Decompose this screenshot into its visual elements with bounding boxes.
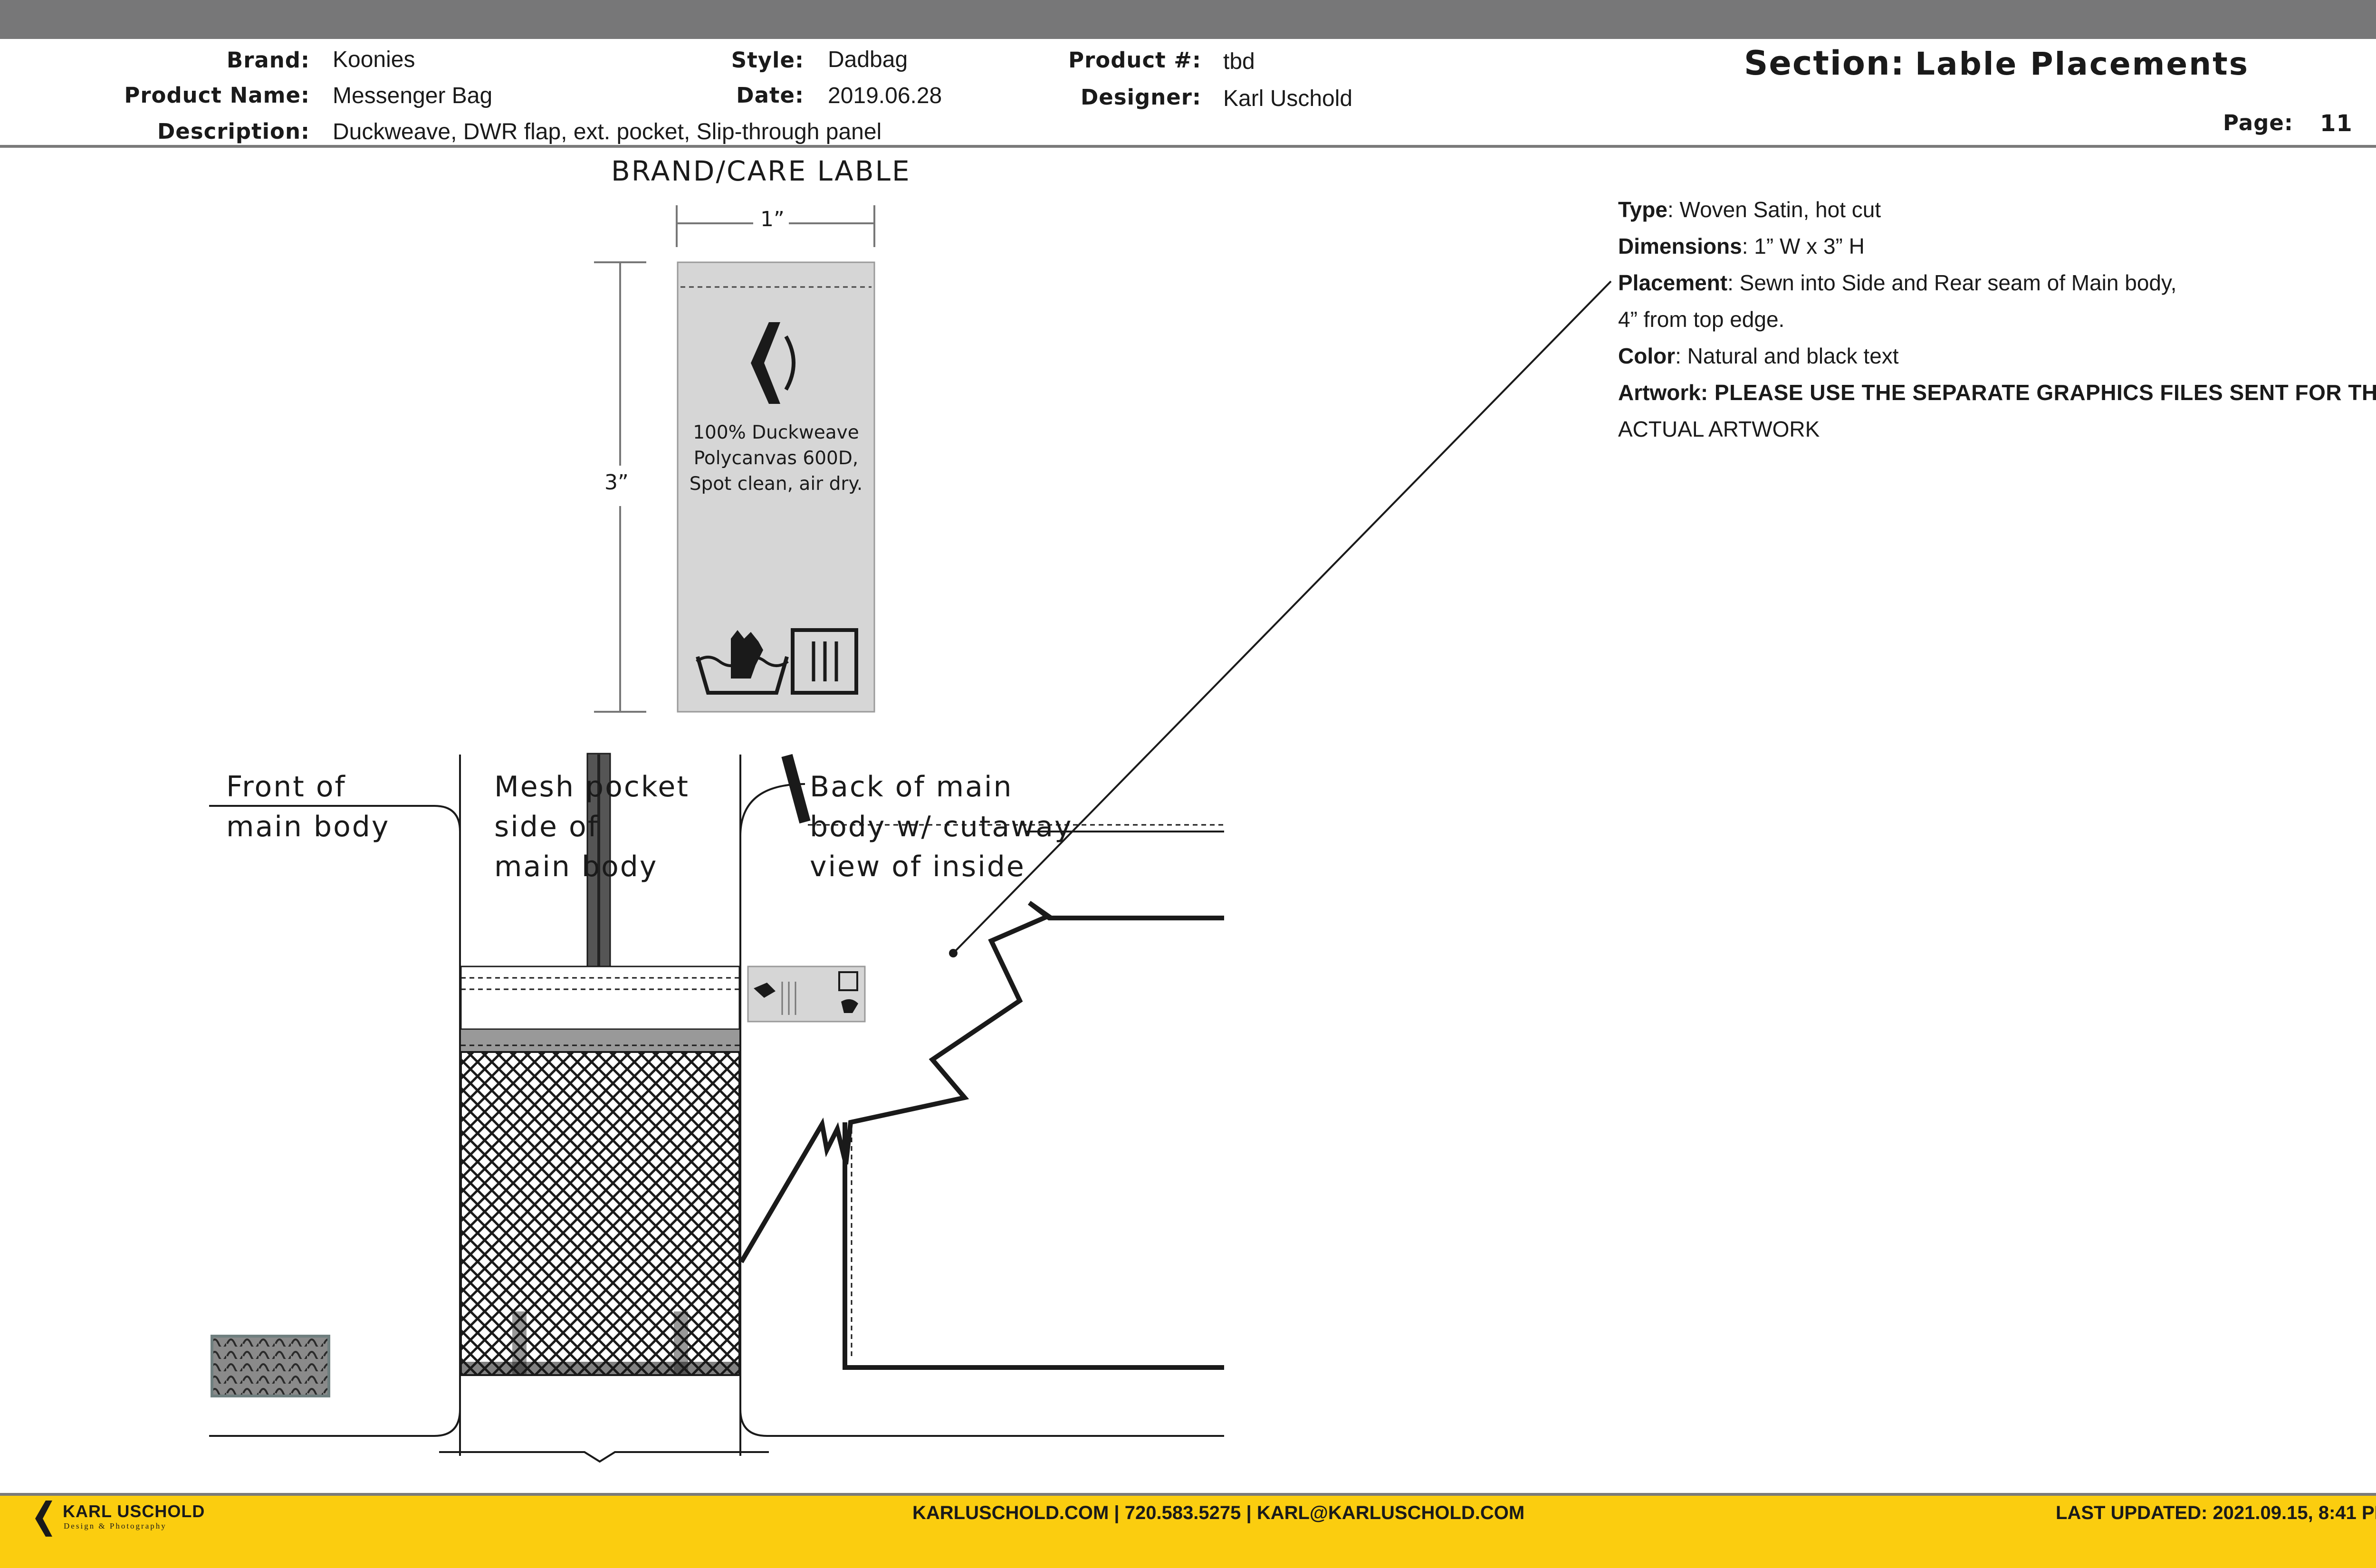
spec-artwork-cont: ACTUAL ARTWORK (1618, 417, 1820, 441)
label-content-line-1: 100% Duckweave (693, 422, 859, 443)
mesh-view-label: Mesh pocket side of main body (494, 770, 690, 883)
spec-color-label: Color (1618, 344, 1676, 368)
date-value: 2019.06.28 (828, 83, 942, 108)
spec-type-value: : Woven Satin, hot cut (1667, 197, 1881, 222)
description-label: Description: (157, 119, 310, 144)
placement-leader-line (952, 280, 1612, 954)
brand-value: Koonies (333, 47, 415, 72)
sewn-label-placement (747, 966, 866, 1023)
spec-dimensions-value: : 1” W x 3” H (1742, 234, 1865, 258)
brand-logo-icon (751, 322, 795, 404)
designer-label: Designer: (1080, 85, 1201, 110)
height-dimension (594, 261, 646, 713)
dry-flat-icon (791, 628, 858, 695)
label-content-text: 100% Duckweave Polycanvas 600D, Spot cle… (680, 420, 872, 497)
spec-placement-cont: 4” from top edge. (1618, 307, 1785, 332)
height-dimension-label: 3” (604, 470, 629, 495)
footer-contact: KARLUSCHOLD.COM | 720.583.5275 | KARL@KA… (912, 1502, 1525, 1523)
spec-type-label: Type (1618, 197, 1667, 222)
label-detail-title: BRAND/CARE LABLE (611, 155, 911, 187)
product-number-value: tbd (1223, 49, 1255, 74)
footer-logo-tagline: Design & Photography (64, 1521, 167, 1530)
spec-artwork-value: : PLEASE USE THE SEPARATE GRAPHICS FILES… (1700, 380, 2376, 405)
footer-divider (0, 1493, 2376, 1496)
footer-bar (0, 1493, 2376, 1568)
section-title: Lable Placements (1915, 46, 2249, 82)
spec-placement: Placement: Sewn into Side and Rear seam … (1618, 270, 2176, 296)
spec-artwork: Artwork: PLEASE USE THE SEPARATE GRAPHIC… (1618, 380, 2376, 405)
spec-type: Type: Woven Satin, hot cut (1618, 197, 1881, 222)
page-label: Page: (2223, 110, 2293, 135)
style-label: Style: (731, 48, 804, 73)
width-dimension-label: 1” (760, 207, 785, 231)
product-number-label: Product #: (1068, 48, 1201, 73)
mesh-pocket-side-panel (459, 753, 741, 1409)
page-number: 11 (2320, 110, 2353, 137)
back-view-label: Back of main body w/ cutaway view of ins… (810, 770, 1073, 883)
section-label: Section: (1744, 44, 1905, 83)
hand-wash-icon (696, 630, 789, 695)
product-name-value: Messenger Bag (333, 83, 493, 108)
designer-value: Karl Uschold (1223, 86, 1353, 111)
brand-care-label (677, 261, 875, 713)
front-view-label: Front of main body (226, 770, 390, 843)
bottom-dimension (439, 1409, 769, 1463)
label-content-line-3: Spot clean, air dry. (689, 473, 863, 495)
spec-placement-value: : Sewn into Side and Rear seam of Main b… (1727, 270, 2177, 295)
top-bar (0, 0, 2376, 39)
style-value: Dadbag (828, 47, 908, 72)
footer-last-updated: LAST UPDATED: 2021.09.15, 8:41 PM (2056, 1502, 2376, 1523)
product-name-label: Product Name: (124, 83, 310, 108)
spec-color: Color: Natural and black text (1618, 343, 1899, 369)
spec-color-value: : Natural and black text (1675, 344, 1899, 368)
woven-swatch (211, 1335, 330, 1397)
spec-artwork-label: Artwork (1618, 380, 1701, 405)
date-label: Date: (736, 83, 804, 108)
header-divider (0, 145, 2376, 148)
width-dimension (676, 205, 875, 247)
placement-marker (949, 949, 958, 957)
brand-label: Brand: (226, 48, 310, 73)
back-panel (739, 754, 1224, 1437)
label-content-line-2: Polycanvas 600D, (693, 448, 859, 469)
description-value: Duckweave, DWR flap, ext. pocket, Slip-t… (333, 119, 882, 144)
spec-placement-label: Placement (1618, 270, 1728, 295)
spec-dimensions: Dimensions: 1” W x 3” H (1618, 233, 1865, 259)
spec-dimensions-label: Dimensions (1618, 234, 1742, 258)
footer-logo-name: KARL USCHOLD (63, 1501, 205, 1521)
